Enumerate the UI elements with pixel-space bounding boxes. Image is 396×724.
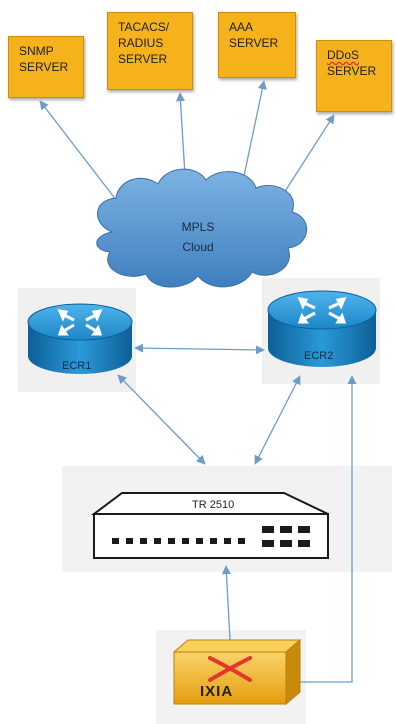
switch-label: TR 2510 (192, 499, 235, 511)
router-ecr1 (27, 303, 133, 374)
ecr1-arrows-icon (57, 309, 103, 336)
ddos-server-box: DDoS SERVER (316, 40, 392, 112)
ixia-x-logo-icon (208, 656, 252, 682)
ixia-ecr2-link (288, 375, 357, 683)
ixia-switch-link (221, 565, 231, 641)
ddos-server-label-2: SERVER (327, 64, 377, 78)
ecr2-switch-link (254, 375, 301, 465)
cloud-label-line2: Cloud (182, 240, 214, 254)
tacacs-server-label-3: SERVER (118, 52, 168, 66)
ddos-server-label-1: DDoS (327, 48, 360, 62)
mpls-cloud-shape (96, 168, 308, 288)
tacacs-radius-server-box: TACACS/ RADIUS SERVER (107, 12, 193, 90)
tacacs-server-label-2: RADIUS (118, 36, 164, 50)
snmp-server-label-1: SNMP (19, 44, 54, 58)
router-ecr2 (267, 290, 377, 367)
ecr1-ecr2-link (134, 343, 265, 355)
ixia-label: IXIA (200, 683, 234, 700)
ecr2-arrows-icon (297, 297, 347, 324)
snmp-server-box: SNMP SERVER (8, 36, 84, 98)
cloud-label: MPLS Cloud (168, 220, 228, 254)
cloud-label-line1: MPLS (181, 220, 215, 234)
ecr2-label: ECR2 (304, 350, 334, 362)
tacacs-server-label-1: TACACS/ (118, 20, 170, 34)
ecr1-switch-link (117, 374, 206, 465)
aaa-server-label-2: SERVER (229, 36, 279, 50)
switch-tr2510 (91, 492, 329, 559)
aaa-server-label-1: AAA (229, 20, 254, 34)
cloud-to-snmp-arrow (39, 100, 121, 206)
snmp-server-label-2: SERVER (19, 60, 69, 74)
aaa-server-box: AAA SERVER (218, 12, 296, 78)
switch-ports (112, 526, 310, 547)
cloud-to-ddos-arrow (281, 114, 335, 197)
ecr1-label: ECR1 (62, 360, 92, 372)
ixia-device (172, 638, 302, 706)
